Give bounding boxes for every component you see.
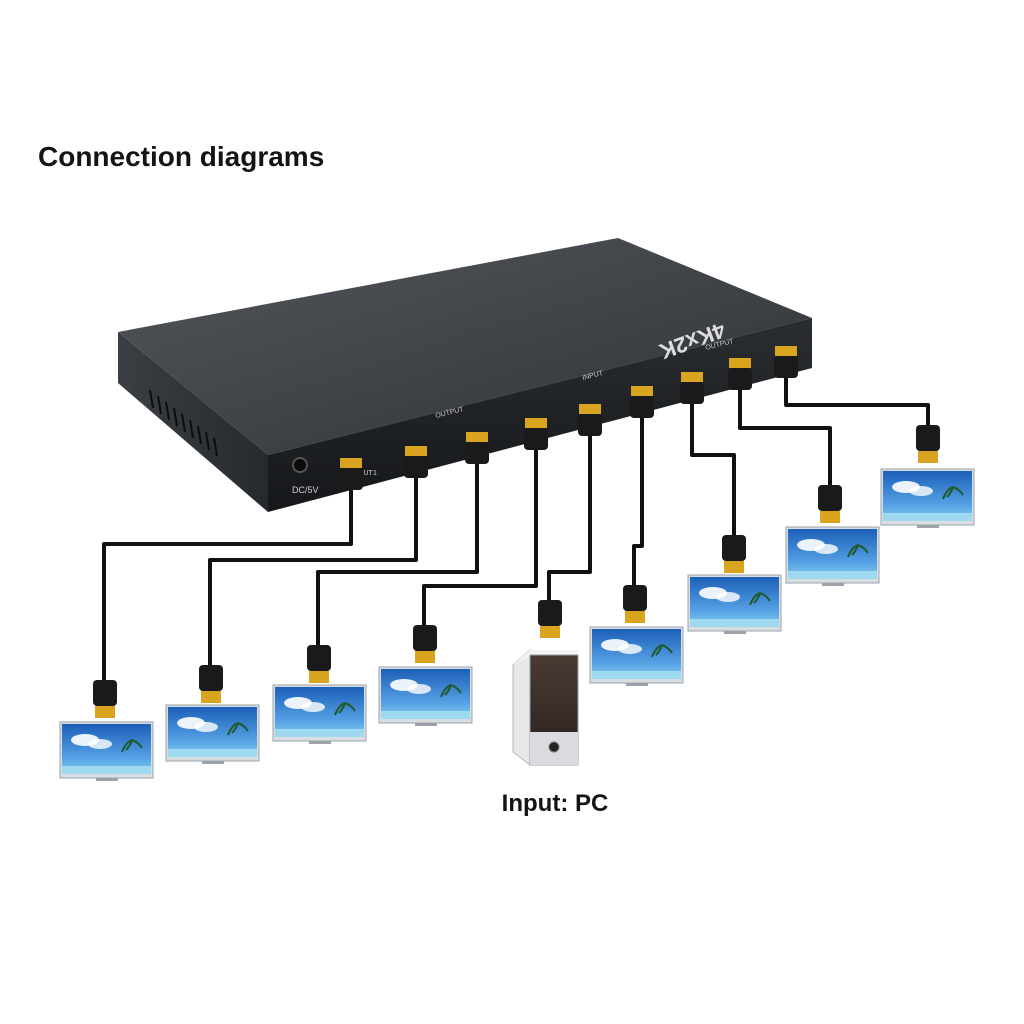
pc-side: [512, 648, 531, 767]
cable-out-5: [632, 400, 644, 585]
monitor-4: [378, 666, 473, 726]
power-jack: [292, 457, 308, 473]
hdmi-plug-monitor-2: [199, 665, 223, 703]
cable-out-7: [738, 372, 832, 485]
cable-out-8: [784, 362, 930, 425]
input-caption: Input: PC: [501, 790, 609, 817]
port-number-1: 1: [373, 470, 377, 477]
cable-out-4: [422, 430, 538, 625]
hdmi-plug-port-7: [728, 358, 752, 390]
pc-tower: [512, 648, 579, 767]
hdmi-plug-port-8: [774, 346, 798, 378]
monitor-3: [272, 684, 367, 744]
output-monitors: [59, 468, 975, 781]
cable-out-3: [316, 445, 479, 645]
hdmi-plug-port-6: [680, 372, 704, 404]
cable-out-1: [102, 470, 353, 680]
monitor-5: [589, 626, 684, 686]
vent-slots: [149, 389, 218, 457]
device-connectors: [339, 346, 798, 490]
hdmi-plug-port-3: [465, 432, 489, 464]
hdmi-plug-monitor-8: [916, 425, 940, 463]
device-side: [118, 332, 268, 512]
hdmi-plug-port-5: [630, 386, 654, 418]
monitor-2: [165, 704, 260, 764]
hdmi-cables: [102, 362, 930, 680]
hdmi-plug-monitor-5: [623, 585, 647, 623]
page-title: Connection diagrams: [38, 141, 325, 172]
hdmi-plug-port-4: [524, 418, 548, 450]
device-top: [118, 238, 812, 455]
hdmi-splitter-device: 4Kx2K HDMI Splitter 1x8 DC/5V OUTPUT INP…: [118, 238, 812, 512]
hdmi-plug-port-2: [404, 446, 428, 478]
cable-input: [547, 418, 592, 600]
pc-top: [513, 650, 578, 665]
hdmi-plug-monitor-7: [818, 485, 842, 523]
port-label: OUT: [358, 470, 374, 477]
cable-end-connectors: [93, 425, 940, 718]
hdmi-plug-monitor-3: [307, 645, 331, 683]
hdmi-plug-port-1: [339, 458, 363, 490]
pc-power-button: [548, 741, 560, 753]
cable-out-6: [690, 385, 736, 535]
monitor-1: [59, 721, 154, 781]
cable-out-2: [208, 458, 418, 665]
monitor-8: [880, 468, 975, 528]
hdmi-plug-pc: [538, 600, 562, 638]
monitor-7: [785, 526, 880, 586]
monitor-6: [687, 574, 782, 634]
hdmi-plug-monitor-1: [93, 680, 117, 718]
power-label: DC/5V: [292, 485, 319, 495]
hdmi-plug-monitor-4: [413, 625, 437, 663]
hdmi-plug-input: [578, 404, 602, 436]
hdmi-plug-monitor-6: [722, 535, 746, 573]
